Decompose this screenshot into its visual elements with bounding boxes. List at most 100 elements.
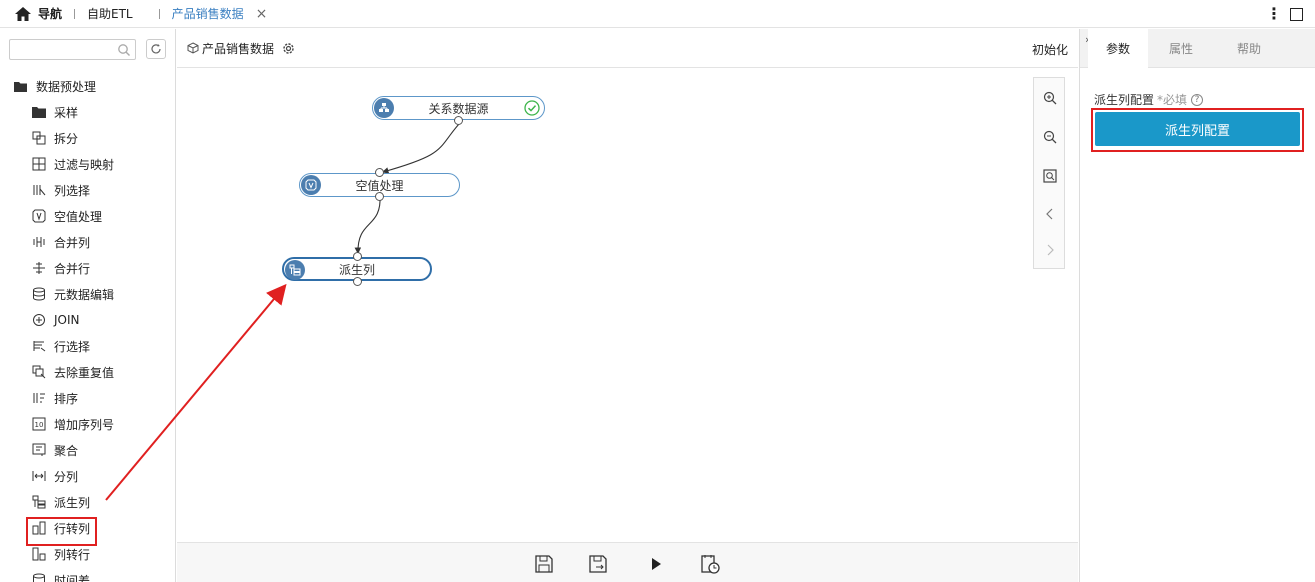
split-icon <box>32 131 46 145</box>
tree-item-null-handle[interactable]: 空值处理 <box>32 203 114 229</box>
tree-item-label: 空值处理 <box>54 209 103 224</box>
highlight-box-derived-column <box>26 517 97 546</box>
tree-item-merge-row[interactable]: 合并行 <box>32 255 114 281</box>
tree-item-label: 聚合 <box>54 443 79 458</box>
divider <box>74 8 76 19</box>
home-nav[interactable]: 导航 <box>0 5 62 22</box>
tab-label: 产品销售数据 <box>171 7 244 21</box>
merge-row-icon <box>32 261 46 275</box>
node-label: 派生列 <box>338 262 375 277</box>
tree-item-time-diff[interactable]: 时间差 <box>32 567 114 582</box>
tree-item-join[interactable]: JOIN <box>32 307 114 333</box>
help-icon[interactable]: ? <box>1191 93 1204 106</box>
datasource-icon <box>374 98 394 118</box>
tree-root-label: 数据预处理 <box>36 80 97 94</box>
zoom-toolbar <box>1033 77 1065 269</box>
tab-help[interactable]: 帮助 <box>1236 42 1261 56</box>
tab-product-sales[interactable]: 产品销售数据 × <box>172 5 268 22</box>
tree-item-serial-number[interactable]: 10 增加序列号 <box>32 411 114 437</box>
tree-root-preprocess[interactable]: 数据预处理 <box>14 78 96 95</box>
etl-tab[interactable]: 自助ETL <box>87 7 133 21</box>
search-input[interactable] <box>9 39 136 60</box>
folder-icon <box>32 105 46 119</box>
column-to-row-icon <box>32 547 46 561</box>
tree-item-label: 合并行 <box>54 261 91 276</box>
tree-item-row-to-column[interactable]: 行转列 <box>32 515 114 541</box>
divider <box>158 8 160 19</box>
tree-item-label: JOIN <box>54 313 80 327</box>
tree-item-column-select[interactable]: 列选择 <box>32 177 114 203</box>
close-icon[interactable]: × <box>255 5 268 22</box>
tab-params[interactable]: 参数 <box>1088 29 1148 68</box>
gear-icon[interactable] <box>282 42 295 55</box>
tree-item-label: 列选择 <box>54 183 91 198</box>
fit-view-icon[interactable] <box>1042 168 1058 184</box>
maximize-icon[interactable] <box>1290 7 1303 21</box>
properties-panel: » 参数 属性 帮助 派生列配置 *必填 ? 派生列配置 <box>1079 29 1315 582</box>
init-button[interactable]: 初始化 <box>1031 43 1068 57</box>
derived-column-config-button[interactable]: 派生列配置 <box>1095 112 1300 146</box>
tree-item-label: 过滤与映射 <box>54 157 115 172</box>
success-check-icon <box>524 100 540 116</box>
chevron-right-icon[interactable] <box>1042 242 1058 258</box>
field-label: 派生列配置 *必填 ? <box>1094 91 1204 108</box>
tree-item-label: 派生列 <box>54 495 91 510</box>
edge-datasource-to-null <box>381 123 460 174</box>
tree-item-label: 去除重复值 <box>54 365 115 380</box>
tree-item-label: 时间差 <box>54 573 91 582</box>
home-icon <box>15 6 31 21</box>
tree-item-split-column[interactable]: 分列 <box>32 463 114 489</box>
more-menu-icon[interactable]: ⋮ <box>1266 4 1282 23</box>
node-output-port[interactable] <box>454 116 463 125</box>
refresh-button[interactable] <box>146 39 166 59</box>
search-icon <box>118 44 130 56</box>
tree-item-label: 排序 <box>54 391 79 406</box>
cube-icon <box>187 42 199 54</box>
tree-item-column-to-row[interactable]: 列转行 <box>32 541 114 567</box>
node-input-port[interactable] <box>375 168 384 177</box>
column-select-icon <box>32 183 46 197</box>
dedupe-icon <box>32 365 46 379</box>
tree-item-derived-column[interactable]: 派生列 <box>32 489 114 515</box>
tree-item-dedupe[interactable]: 去除重复值 <box>32 359 114 385</box>
save-as-icon[interactable] <box>587 553 609 575</box>
tree-item-merge-column[interactable]: 合并列 <box>32 229 114 255</box>
highlight-box-config-button <box>1091 108 1304 152</box>
join-icon <box>32 313 46 327</box>
nav-label[interactable]: 导航 <box>38 7 63 21</box>
tree-item-label: 采样 <box>54 105 79 120</box>
tab-properties[interactable]: 属性 <box>1168 42 1193 56</box>
tree-item-row-select[interactable]: 行选择 <box>32 333 114 359</box>
svg-text:10: 10 <box>35 421 44 429</box>
tree-item-sort[interactable]: 排序 <box>32 385 114 411</box>
node-output-port[interactable] <box>353 277 362 286</box>
tree-item-filter-map[interactable]: 过滤与映射 <box>32 151 114 177</box>
required-marker: *必填 <box>1157 93 1188 107</box>
tree-item-label: 合并列 <box>54 235 91 250</box>
chevron-left-icon[interactable] <box>1042 206 1058 222</box>
tree-item-metadata[interactable]: 元数据编辑 <box>32 281 114 307</box>
tree-item-label: 分列 <box>54 469 79 484</box>
canvas-footer <box>177 542 1078 582</box>
null-handle-icon <box>32 209 46 223</box>
filter-map-icon <box>32 157 46 171</box>
tree-item-aggregate[interactable]: 聚合 <box>32 437 114 463</box>
tree-item-split[interactable]: 拆分 <box>32 125 114 151</box>
schedule-icon[interactable] <box>699 553 721 575</box>
zoom-in-icon[interactable] <box>1042 90 1058 106</box>
canvas-header: 产品销售数据 初始化 <box>177 29 1078 68</box>
tree-item-label: 列转行 <box>54 547 91 562</box>
row-select-icon <box>32 339 46 353</box>
tree-item-sample[interactable]: 采样 <box>32 99 114 125</box>
etl-canvas[interactable]: 产品销售数据 初始化 <box>177 29 1078 582</box>
node-label: 空值处理 <box>355 178 404 193</box>
split-column-icon <box>32 469 46 483</box>
node-input-port[interactable] <box>353 252 362 261</box>
tree-item-label: 元数据编辑 <box>54 287 115 302</box>
tree-item-label: 行选择 <box>54 339 91 354</box>
zoom-out-icon[interactable] <box>1042 129 1058 145</box>
save-icon[interactable] <box>533 553 555 575</box>
node-output-port[interactable] <box>375 192 384 201</box>
canvas-title: 产品销售数据 <box>187 40 298 57</box>
run-icon[interactable] <box>645 553 667 575</box>
